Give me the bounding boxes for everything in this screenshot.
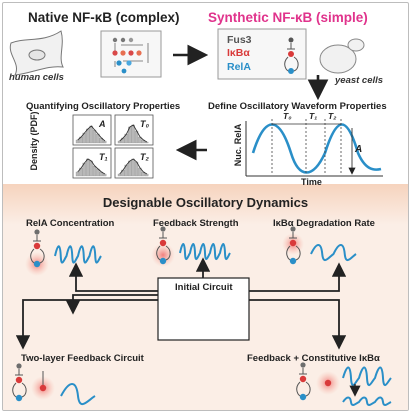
ikba-node <box>289 239 297 247</box>
define-title: Define Oscillatory Waveform Properties <box>208 101 387 112</box>
hist-label-t1: T₁ <box>99 152 108 162</box>
histogram-bar <box>117 140 122 144</box>
rela-node <box>159 257 167 265</box>
condition-feedback: Feedback Strength <box>153 218 239 229</box>
waveform-t2: T₂ <box>328 111 337 121</box>
rela-node <box>33 260 41 268</box>
density-curve <box>77 158 106 175</box>
histogram-bar <box>117 173 122 177</box>
condition-degradation: IκBα Degradation Rate <box>273 218 375 229</box>
second-layer-node <box>39 384 47 392</box>
native-network-box <box>100 30 162 78</box>
synthetic-title: Synthetic NF-κB (simple) <box>208 10 368 25</box>
native-title: Native NF-κB (complex) <box>28 10 180 25</box>
fus3-node <box>34 229 40 235</box>
rela-node <box>15 394 23 402</box>
histogram-bar <box>75 171 80 177</box>
figure-graphics <box>3 28 408 410</box>
oscillation-trace <box>179 243 231 261</box>
oscillation-trace <box>54 245 102 264</box>
ikba-node <box>15 376 23 384</box>
initial-circuit-box <box>157 277 250 341</box>
condition-initial: Initial Circuit <box>175 282 233 293</box>
waveform-t1: T₁ <box>309 111 318 121</box>
fus3-node <box>290 226 296 232</box>
human-cells-label: human cells <box>9 72 64 83</box>
yeast-cells-label: yeast cells <box>335 75 384 86</box>
oscillation-trace <box>342 366 392 387</box>
histogram-bar <box>131 158 135 177</box>
ikba-node <box>159 239 167 247</box>
human-cell-drawing <box>9 30 64 76</box>
oscillation-trace <box>310 244 357 262</box>
quantify-title: Quantifying Oscillatory Properties <box>26 101 181 112</box>
fus3-node <box>160 226 166 232</box>
fus3-node <box>16 363 22 369</box>
histogram-grid <box>72 114 154 179</box>
constitutive-ikba-node <box>324 379 332 387</box>
histogram-bar <box>86 158 90 177</box>
histogram-bar <box>103 140 107 144</box>
histogram-bar <box>92 165 97 177</box>
histogram-bar <box>131 124 135 144</box>
density-curve <box>119 124 148 143</box>
hist-label-t0: T₀ <box>140 119 150 129</box>
density-curve <box>119 158 148 175</box>
rela-node <box>289 257 297 265</box>
synthetic-network-box <box>217 28 307 80</box>
circuit-icon <box>25 229 49 276</box>
component-ikba: IκBα <box>227 47 250 59</box>
waveform-plot <box>245 119 383 177</box>
density-curve <box>77 125 106 142</box>
component-fus3: Fus3 <box>227 34 252 46</box>
fus3-node <box>300 362 306 368</box>
histogram-bar <box>92 129 97 144</box>
section-title: Designable Oscillatory Dynamics <box>102 195 309 210</box>
condition-rela: RelA Concentration <box>26 218 115 229</box>
density-ylabel: Density (PDF) <box>29 111 39 171</box>
oscillation-trace <box>342 396 392 407</box>
circuit-icon <box>151 226 175 267</box>
hist-label-t2: T₂ <box>140 152 149 162</box>
condition-constitutive: Feedback + Constitutive IκBα <box>247 353 380 364</box>
oscillation-trace <box>60 383 96 406</box>
histogram-bar <box>75 139 80 144</box>
ikba-node <box>33 242 41 250</box>
waveform-t0: T₀ <box>283 111 292 121</box>
histogram-bar <box>89 160 93 177</box>
hist-label-a: A <box>99 119 106 129</box>
waveform-xlabel: Time <box>301 177 322 187</box>
bottom-circuits <box>12 226 392 407</box>
histogram-bar <box>89 125 93 144</box>
yeast-cell-drawing <box>319 38 365 74</box>
rela-node <box>299 393 307 401</box>
waveform-amplitude: A <box>355 144 363 155</box>
bottom-arrows <box>15 257 347 350</box>
component-rela: RelA <box>227 61 251 73</box>
waveform-ylabel: Nuc. RelA <box>233 123 243 167</box>
ikba-node <box>299 375 307 383</box>
histogram-bar <box>128 160 132 177</box>
condition-two-layer: Two-layer Feedback Circuit <box>21 353 144 364</box>
circuit-icon <box>282 226 304 265</box>
